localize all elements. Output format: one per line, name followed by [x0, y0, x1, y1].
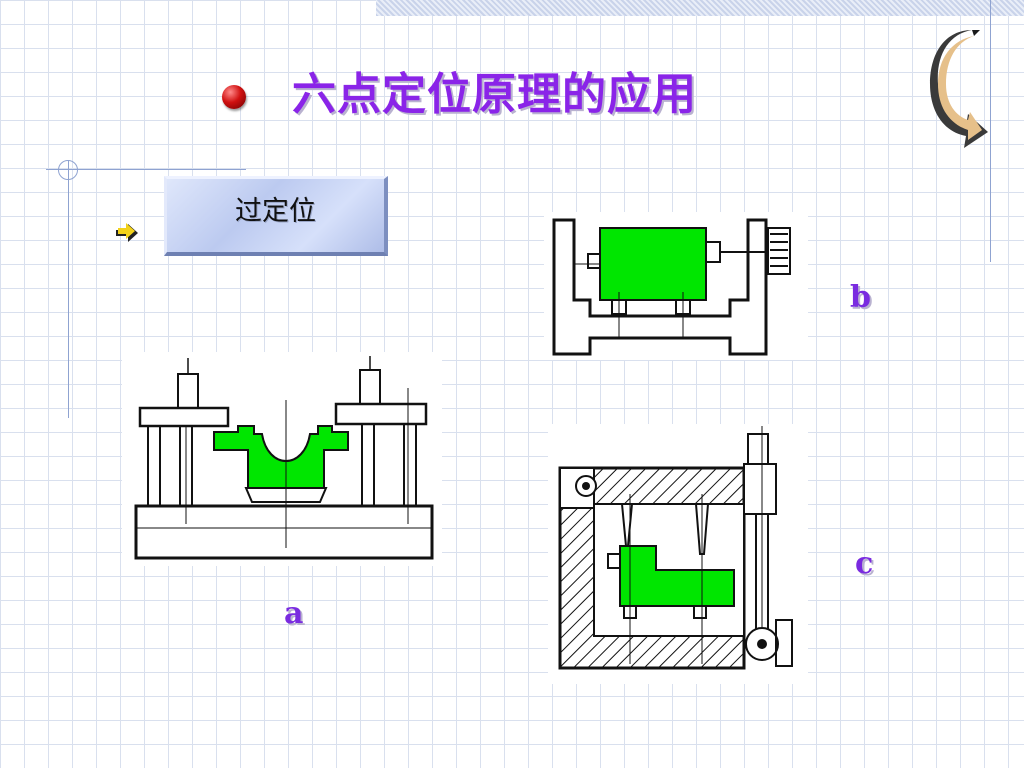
- figure-b: [544, 212, 808, 360]
- red-ball-bullet-icon: [222, 85, 246, 109]
- label-box: 过定位: [164, 176, 388, 256]
- figure-label-c: c: [855, 546, 874, 581]
- figure-c: [548, 424, 808, 684]
- figure-label-b: b: [850, 280, 871, 315]
- slide-title: 六点定位原理的应用: [292, 69, 697, 120]
- decor-circle: [58, 160, 78, 180]
- arrow-bullet-icon: [116, 223, 138, 242]
- figure-label-a: a: [284, 596, 304, 631]
- figure-a: [122, 352, 442, 566]
- decor-line-left: [68, 160, 69, 418]
- top-decor-band: [376, 0, 1024, 16]
- curved-arrow-icon: [930, 30, 988, 148]
- decor-line-horizontal: [46, 169, 246, 170]
- label-box-text: 过定位: [235, 196, 316, 227]
- decor-line-right: [990, 0, 991, 262]
